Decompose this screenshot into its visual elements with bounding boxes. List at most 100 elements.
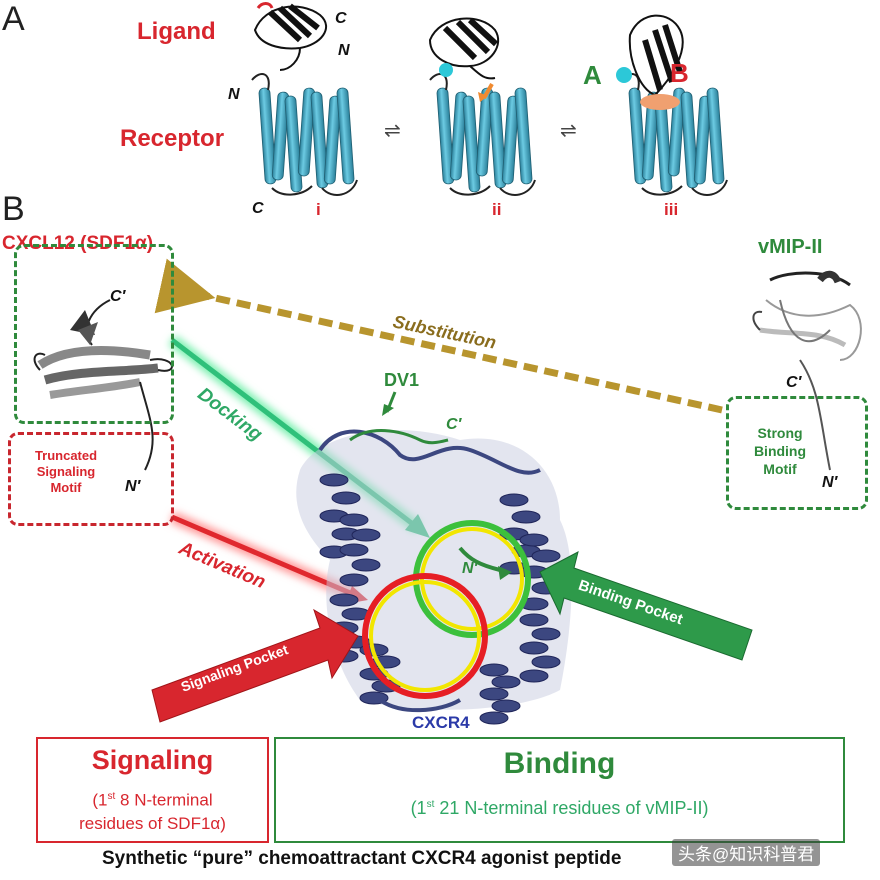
signaling-pocket-arrow [151,608,359,723]
helix-cylinder [297,87,316,177]
vmip-label: vMIP-II [758,236,823,258]
signaling-title: Signaling [91,745,214,775]
helix-cylinder [271,91,290,181]
state-iii-label: iii [664,200,679,219]
receptor-loop [251,73,358,196]
ligand-ribbon-icon [253,2,328,71]
signaling-sup: st [107,791,116,802]
helix-turn [331,491,361,505]
equilibrium-1: ⇌ [384,120,401,142]
helix-turn [519,533,549,547]
strong-motif-line-3: Motif [763,461,797,477]
helix-cylinder [654,95,673,193]
strong-motif-line-2: Binding [753,443,807,459]
receptor-label: Receptor [120,125,225,152]
receptor-n-terminus: N [228,86,240,103]
helix-turn [339,573,369,587]
helix-cylinder [462,95,481,193]
signaling-box: Signaling (1st 8 N-terminal residues of … [36,737,269,843]
ligand-ribbon-icon [616,14,684,110]
helix-turn [519,641,549,655]
signaling-pocket-ring-inner [369,580,481,692]
helix-turn [479,687,509,701]
truncated-motif-line-2: Signaling [36,464,96,479]
strong-motif-box [726,396,868,510]
ligand-ribbon-icon [428,17,500,80]
helix-cylinder [284,95,303,193]
helix-cylinder [501,95,520,185]
helix-turn [531,627,561,641]
helix-turn [319,473,349,487]
figure-caption: Synthetic “pure” chemoattractant CXCR4 a… [102,848,622,869]
vmip-c-prime: C′ [786,374,802,391]
helix-cylinder [667,87,686,177]
state-i-label: i [316,200,321,219]
helix-turn [491,675,521,689]
vmip-n-prime: N′ [822,474,838,491]
site-a-label: A [583,60,602,90]
helix-cylinder [628,87,647,185]
truncated-motif-line-3: Motif [50,480,82,495]
binding-box: Binding (1st 21 N-terminal residues of v… [274,737,845,843]
binding-pocket-arrow [539,551,753,661]
binding-title: Binding [503,747,616,780]
dv1-n-prime: N′ [462,560,478,577]
helix-cylinder [323,95,342,185]
helix-turn [339,513,369,527]
ligand-label: Ligand [137,18,216,45]
helix-turn [519,613,549,627]
dv1-label: DV1 [384,370,420,390]
cxcl12-label: CXCL12 (SDF1α) [2,233,154,254]
binding-sub-2: 21 N-terminal residues of vMIP-II) [434,798,709,818]
cxcl12-structure-box [14,244,174,424]
equilibrium-2: ⇌ [560,120,577,142]
helix-cylinder [706,87,725,185]
cxcr4-label: CXCR4 [412,713,470,732]
helix-cylinder [641,91,660,181]
chemokine-ribbon-icon [752,270,862,471]
signaling-pocket-ring [362,573,488,699]
signaling-sub-3: residues of SDF1α) [79,813,226,833]
helix-cylinder [258,87,277,185]
cxcl12-c-prime: C′ [110,288,126,305]
ligand-c-terminus: C [335,10,347,27]
watermark: 头条@知识科普君 [672,839,821,866]
helix-cylinder [436,87,455,185]
helix-turn [479,663,509,677]
helix-turn [511,510,541,524]
helix-turn [339,543,369,557]
binding-sup: st [426,799,435,810]
truncated-motif-line-1: Truncated [34,448,98,463]
helix-cylinder [336,87,355,185]
helix-turn [351,558,381,572]
strong-motif-text: Strong Binding Motif [740,424,820,478]
helix-turn [479,711,509,725]
helix-cylinder [514,87,533,185]
signaling-sub-1: (1 [92,790,108,810]
site-b-label: B [670,58,689,88]
panel-a-letter: A [2,0,25,38]
strong-motif-line-1: Strong [757,425,803,441]
helix-cylinder [693,95,712,185]
cxcr4-loops [318,429,541,713]
chemokine-ribbon-icon [33,299,173,471]
helix-turn [519,669,549,683]
helix-turn [329,593,359,607]
receptor-helix-icon [251,73,728,196]
helix-turn [491,699,521,713]
cxcl12-n-prime: N′ [125,478,141,495]
truncated-motif-box [8,432,174,526]
helix-turn [351,528,381,542]
helix-turn [531,549,561,563]
panel-b-letter: B [2,190,25,228]
helix-turn [499,493,529,507]
substitution-arrow [154,258,723,414]
binding-subtitle: (1st 21 N-terminal residues of vMIP-II) [276,793,843,820]
binding-sub-1: (1 [410,798,427,818]
helix-cylinder [449,91,468,181]
state-ii-label: ii [492,200,502,219]
signaling-sub-2: 8 N-terminal [115,790,213,810]
ligand-n-terminus: N [338,42,350,59]
